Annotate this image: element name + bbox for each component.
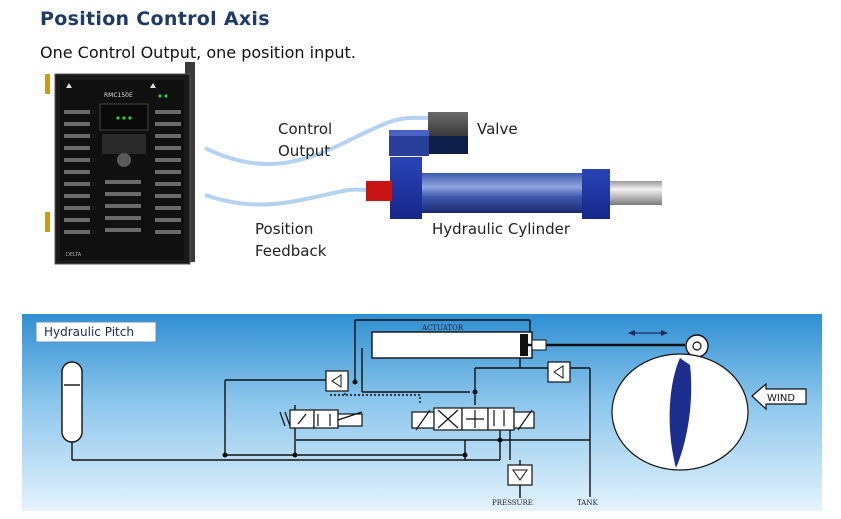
page-title: Position Control Axis — [40, 8, 270, 30]
control-output-label: Control Output — [278, 120, 333, 160]
feedback-hose — [204, 187, 367, 207]
accumulator — [61, 361, 83, 443]
valve-label: Valve — [477, 120, 518, 138]
hydraulic-cylinder — [366, 157, 662, 219]
check-valve-right — [547, 361, 571, 383]
page-subtitle: One Control Output, one position input. — [40, 43, 356, 62]
pressure-filter — [507, 464, 533, 486]
pressure-label: PRESSURE — [492, 499, 533, 507]
actuator-label: ACTUATOR — [421, 324, 464, 332]
rotor-blade — [611, 353, 749, 471]
valve — [389, 112, 468, 156]
position-sensor — [366, 181, 392, 201]
check-valve-left — [325, 370, 349, 392]
directional-valve-left — [279, 409, 363, 429]
controller-brand-label: DELTA — [66, 252, 82, 258]
pitch-title: Hydraulic Pitch — [44, 325, 134, 339]
control-output-hose — [204, 115, 431, 166]
pitch-title-box — [35, 321, 157, 343]
position-control-diagram: RMC150E DELTA — [45, 62, 662, 265]
wind-arrow: WIND — [751, 382, 807, 411]
controller-model-label: RMC150E — [104, 92, 133, 99]
tank-label: TANK — [577, 499, 598, 507]
proportional-valve — [411, 407, 535, 431]
wind-label: WIND — [767, 393, 795, 404]
hydraulic-cylinder-label: Hydraulic Cylinder — [432, 220, 571, 238]
pitch-actuator: ACTUATOR — [371, 324, 685, 359]
position-feedback-label: Position Feedback — [255, 220, 327, 260]
controller-module: RMC150E DELTA — [45, 62, 195, 265]
